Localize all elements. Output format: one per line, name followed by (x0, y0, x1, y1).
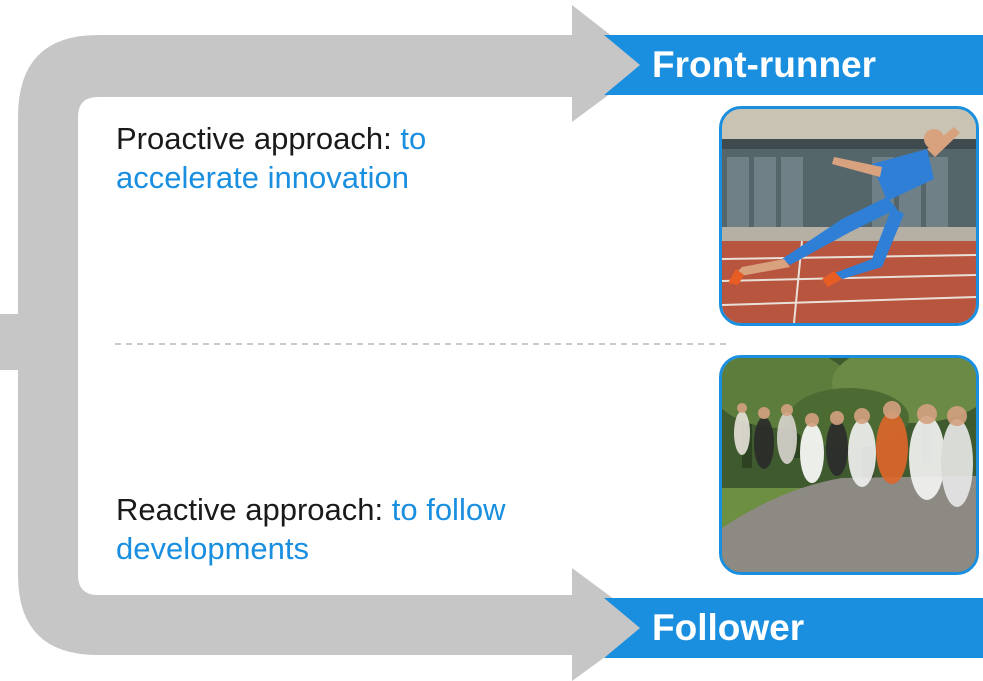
reactive-approach-label: Reactive approach: (116, 492, 384, 527)
sprinter-photo (719, 106, 979, 326)
reactive-approach-goal: to follow developments (116, 492, 506, 566)
proactive-approach-label: Proactive approach: (116, 121, 392, 156)
joggers-photo (719, 355, 979, 575)
front-runner-banner: Front-runner (604, 35, 983, 95)
front-runner-label: Front-runner (652, 44, 877, 85)
reactive-approach-text: Reactive approach: to follow development… (116, 490, 536, 568)
top-banner-shape (604, 35, 983, 95)
follower-banner: Follower (604, 598, 983, 658)
bottom-banner-shape (604, 598, 983, 658)
proactive-approach-text: Proactive approach: to accelerate innova… (116, 119, 536, 197)
proactive-approach-goal: to accelerate innovation (116, 121, 427, 195)
bracket-arrow-shape (0, 5, 649, 681)
follower-label: Follower (652, 607, 805, 648)
